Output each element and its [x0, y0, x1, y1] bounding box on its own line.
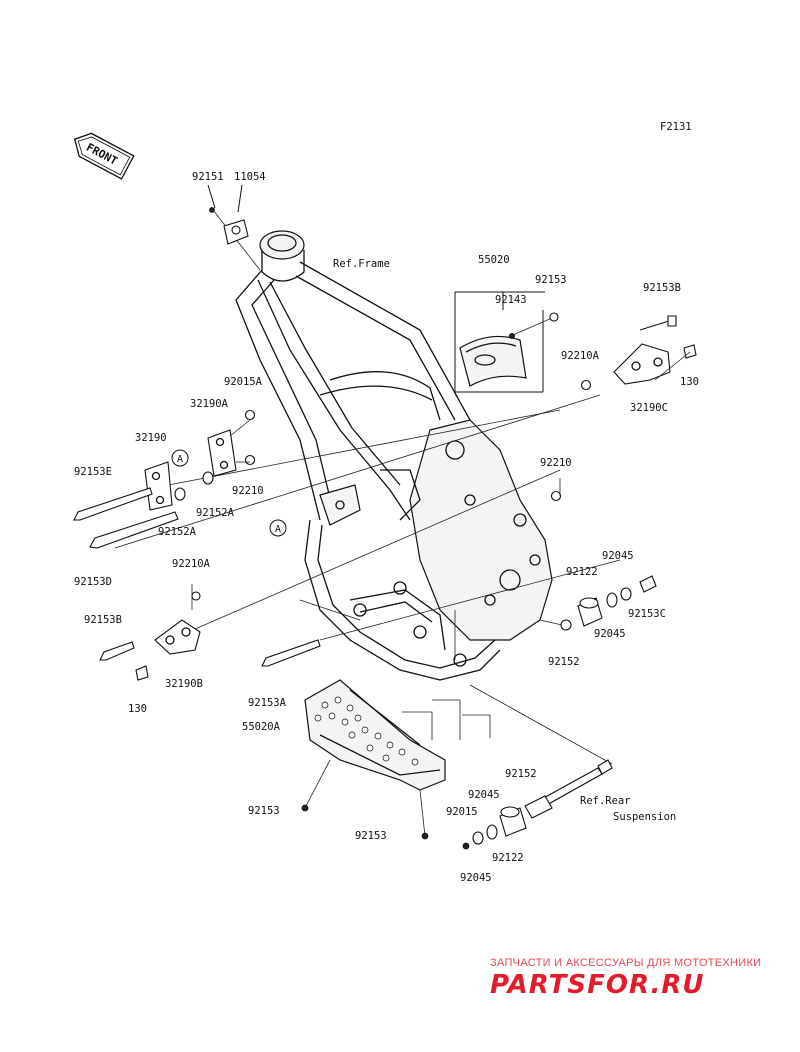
- figure-code: F2131: [660, 121, 692, 133]
- label-11054: 11054: [234, 171, 266, 183]
- label-92153b-right: 92153B: [643, 282, 681, 294]
- mount-bracket-32190c: [580, 315, 697, 391]
- watermark: ЗАПЧАСТИ И АКСЕССУАРЫ ДЛЯ МОТОТЕХНИКИ PA…: [490, 957, 761, 1000]
- callout-a-lower-text: A: [275, 524, 281, 535]
- left-mount-brackets: [73, 409, 256, 549]
- label-92045-2: 92045: [594, 628, 626, 640]
- label-92153-top: 92153: [535, 274, 567, 286]
- skid-plate-55020a: [301, 679, 491, 840]
- exploded-view-lines: [114, 394, 621, 765]
- label-32190: 32190: [135, 432, 167, 444]
- label-92210-left: 92210: [232, 485, 264, 497]
- label-92210a-right: 92210A: [561, 350, 600, 362]
- callout-a-lower: A: [269, 519, 287, 537]
- label-92153d: 92153D: [74, 576, 112, 588]
- label-92152-right: 92152: [548, 656, 580, 668]
- label-92153c: 92153C: [628, 608, 666, 620]
- callout-a-upper-text: A: [177, 454, 183, 465]
- label-92045-1: 92045: [602, 550, 634, 562]
- pivot-collar-stack-upper: [550, 478, 657, 631]
- bolt-92153a: [261, 639, 321, 667]
- label-92045-3: 92045: [468, 789, 500, 801]
- label-92153-bottom-mid: 92153: [355, 830, 387, 842]
- label-92210a-left: 92210A: [172, 558, 211, 570]
- rear-pivot-shaft: [462, 759, 613, 850]
- label-92045-4: 92045: [460, 872, 492, 884]
- ref-rear-suspension-line1: Ref.Rear: [580, 795, 631, 807]
- label-92143: 92143: [495, 294, 527, 306]
- label-92153-bottom-left: 92153: [248, 805, 280, 817]
- label-92153a: 92153A: [248, 697, 287, 709]
- label-130-left: 130: [128, 703, 147, 715]
- watermark-brand: PARTSFOR.RU: [490, 970, 704, 1000]
- label-55020: 55020: [478, 254, 510, 266]
- label-92153e: 92153E: [74, 466, 112, 478]
- label-92152-bottom: 92152: [505, 768, 537, 780]
- label-92152a-2: 92152A: [158, 526, 197, 538]
- label-92152a-1: 92152A: [196, 507, 235, 519]
- label-92151: 92151: [192, 171, 224, 183]
- upper-guard-55020: [454, 291, 559, 393]
- label-92153b-left: 92153B: [84, 614, 122, 626]
- label-32190c: 32190C: [630, 402, 668, 414]
- label-92122-2: 92122: [492, 852, 524, 864]
- label-92015: 92015: [446, 806, 478, 818]
- label-32190a: 32190A: [190, 398, 229, 410]
- ref-frame-label: Ref.Frame: [333, 258, 390, 270]
- steering-bracket-parts: [207, 184, 261, 271]
- front-arrow-icon: FRONT: [73, 132, 135, 180]
- label-92210-right: 92210: [540, 457, 572, 469]
- label-32190b: 32190B: [165, 678, 203, 690]
- label-92122-1: 92122: [566, 566, 598, 578]
- ref-rear-suspension-line2: Suspension: [613, 811, 676, 823]
- motorcycle-frame: [235, 230, 553, 681]
- label-55020a: 55020A: [242, 721, 281, 733]
- label-92015a: 92015A: [224, 376, 263, 388]
- watermark-tagline: ЗАПЧАСТИ И АКСЕССУАРЫ ДЛЯ МОТОТЕХНИКИ: [490, 957, 761, 969]
- label-130-right: 130: [680, 376, 699, 388]
- mount-bracket-32190b: [99, 584, 201, 681]
- callout-a-upper: A: [171, 449, 189, 467]
- part-number-labels: 92151 11054 Ref.Frame 55020 92153 92143 …: [74, 171, 699, 884]
